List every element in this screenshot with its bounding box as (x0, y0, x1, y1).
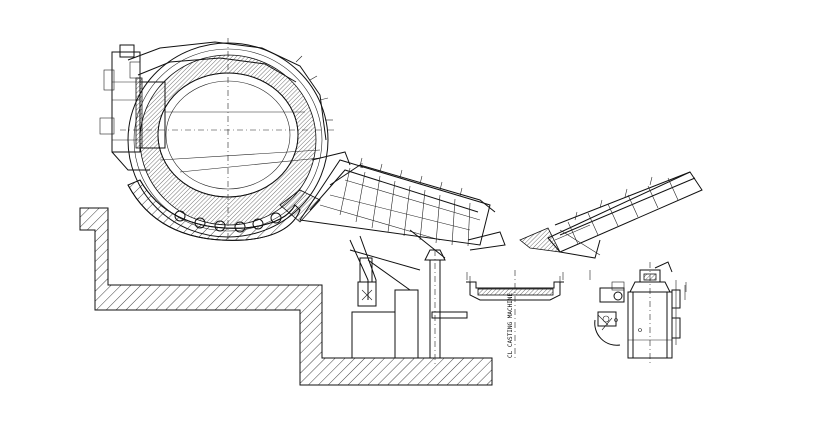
launder-conveyor: S (279, 151, 506, 365)
side-view-detail (594, 261, 686, 365)
dimension-marks (466, 270, 687, 292)
casting-trough-section: CL CASTING MACHINE (466, 270, 564, 360)
drive-gearbox (99, 44, 166, 171)
right-launder (519, 171, 703, 259)
foundation-ground (79, 207, 493, 386)
casting-machine-label: CL CASTING MACHINE (507, 293, 514, 358)
section-mark: S (360, 163, 364, 170)
